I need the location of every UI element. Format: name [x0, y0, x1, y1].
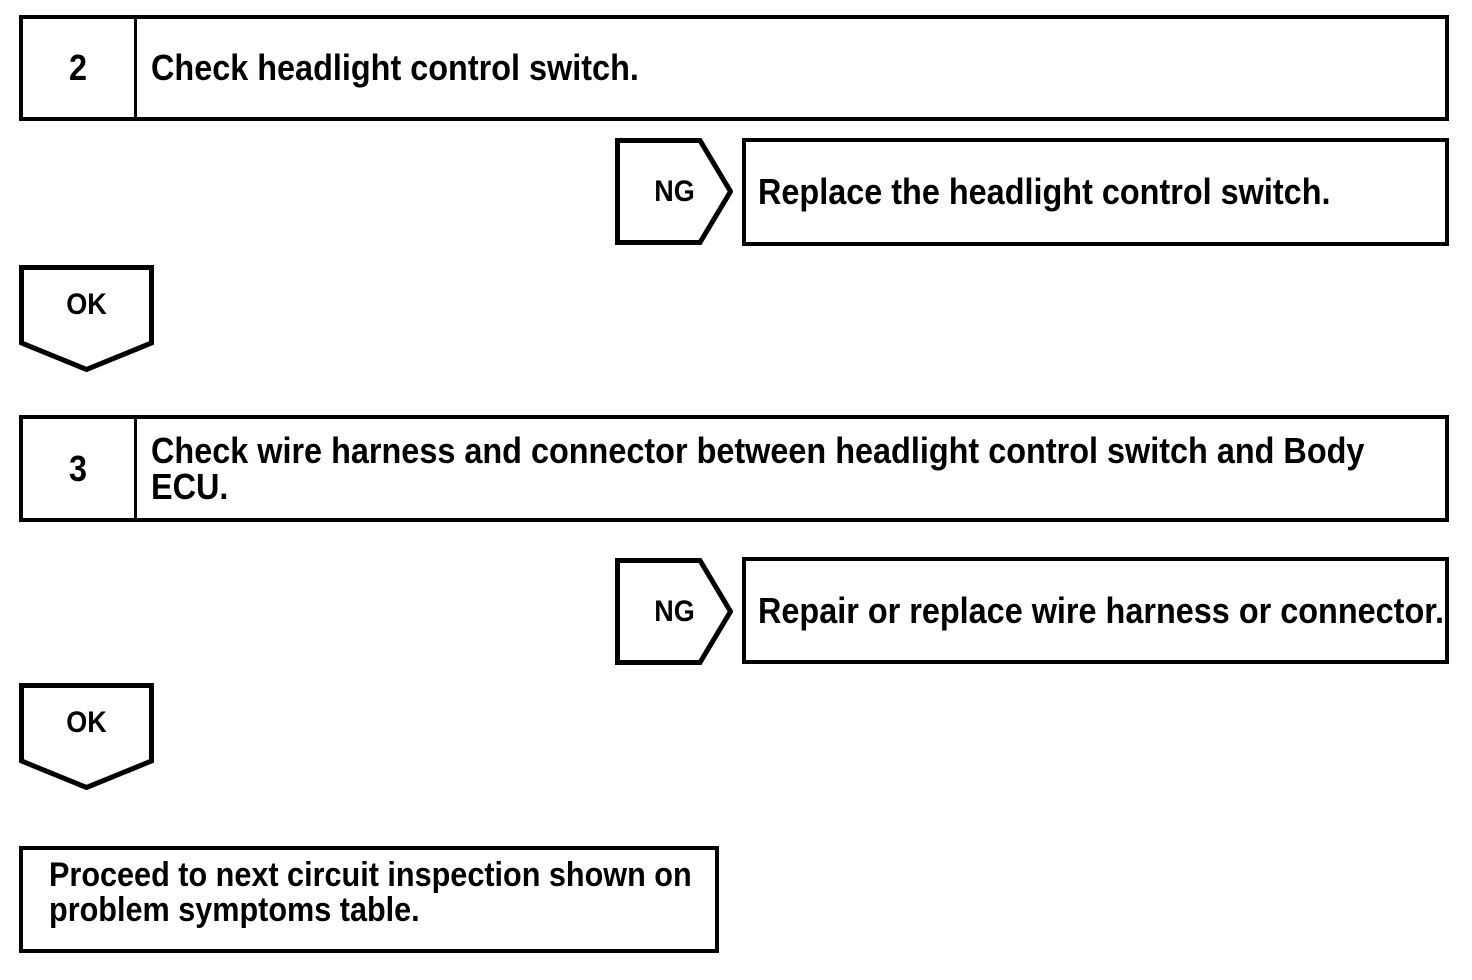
- ok-arrow-icon: [19, 683, 154, 790]
- ng-arrow-icon: [615, 138, 733, 245]
- ng-connector-2: NG: [615, 558, 733, 665]
- ok-connector-2: OK: [19, 683, 154, 790]
- ng-connector-1: NG: [615, 138, 733, 245]
- step-3-number: 3: [69, 447, 88, 489]
- step-2-number: 2: [69, 47, 88, 88]
- ok-label-2: OK: [66, 706, 107, 739]
- ok-label-1: OK: [66, 288, 107, 321]
- ng-action-box-2: Repair or replace wire harness or connec…: [742, 557, 1449, 664]
- ok-arrow-icon: [19, 265, 154, 372]
- ng-label-1: NG: [653, 174, 695, 208]
- final-instruction: Proceed to next circuit inspection shown…: [49, 856, 692, 929]
- step-3-number-cell: 3: [23, 419, 137, 518]
- final-result-box: Proceed to next circuit inspection shown…: [19, 846, 719, 953]
- ng-label-2: NG: [653, 594, 695, 628]
- ng-arrow-icon: [615, 558, 733, 665]
- ng-action-box-1: Replace the headlight control switch.: [742, 138, 1449, 246]
- step-3-instruction: Check wire harness and connector between…: [151, 429, 1365, 507]
- step-2-box: 2 Check headlight control switch.: [19, 15, 1449, 121]
- ng-action-2: Repair or replace wire harness or connec…: [758, 589, 1445, 631]
- ok-connector-1: OK: [19, 265, 154, 372]
- step-3-instruction-cell: Check wire harness and connector between…: [137, 419, 1445, 518]
- step-3-box: 3 Check wire harness and connector betwe…: [19, 415, 1449, 522]
- step-2-number-cell: 2: [23, 19, 137, 117]
- step-2-instruction-cell: Check headlight control switch.: [137, 19, 1445, 117]
- step-2-instruction: Check headlight control switch.: [151, 47, 639, 88]
- ng-action-1: Replace the headlight control switch.: [758, 171, 1331, 212]
